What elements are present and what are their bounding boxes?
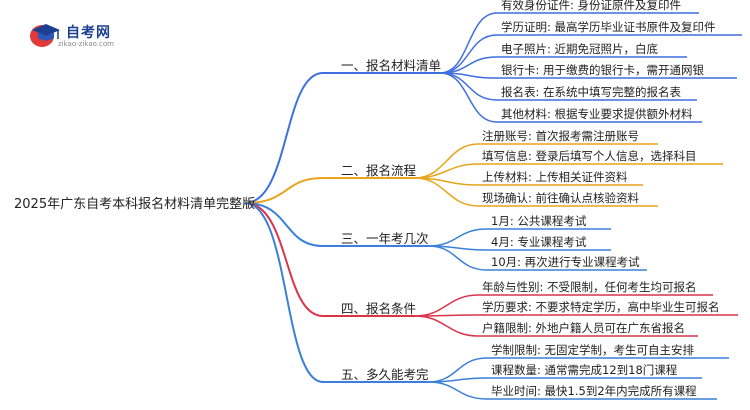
leaf-label: 10月: 再次进行专业课程考试 [491,255,640,269]
leaf-connector [427,377,488,383]
branch-label: 一、报名材料清单 [341,58,442,73]
leaf-label: 其他材料: 根据专业要求提供额外材料 [501,107,693,121]
leaf-label: 4月: 专业课程考试 [491,235,587,249]
leaf-label: 毕业时间: 最快1.5到2年内完成所有课程 [491,384,697,398]
leaf-label: 填写信息: 登录后填写个人信息，选择科目 [482,149,697,163]
branch-label: 三、一年考几次 [341,231,429,246]
leaf-label: 1月: 公共课程考试 [491,214,587,228]
logo-title: 自考网 [66,25,111,41]
branch-label: 五、多久能考完 [341,367,429,382]
leaf-connector [414,294,479,317]
branch-connector [244,202,324,247]
leaf-connector [427,245,488,271]
leaf-label: 学制限制: 无固定学制，考生可自主安排 [491,343,695,357]
leaf-connector [414,315,479,337]
leaf-label: 有效身份证件: 身份证原件及复印件 [501,0,682,12]
leaf-label: 现场确认: 前往确认点核验资料 [482,191,640,205]
branch-connector [244,72,324,204]
leaf-label: 报名表: 在系统中填写完整的报名表 [501,85,682,99]
leaf-connector [427,228,488,247]
leaf-label: 注册账号: 首次报考需注册账号 [482,129,640,143]
leaf-label: 上传材料: 上传相关证件资料 [482,170,628,184]
leaf-label: 电子照片: 近期免冠照片，白底 [501,42,659,56]
branch-label: 四、报名条件 [341,301,417,316]
site-logo[interactable] [28,18,138,50]
logo-url: zikao-zikao.com [58,40,114,48]
leaf-label: 课程数量: 通常需完成12到18门课程 [491,363,678,377]
leaf-label: 银行卡: 用于缴费的银行卡，需开通网银 [501,63,705,77]
leaf-label: 户籍限制: 外地户籍人员可在广东省报名 [482,321,686,335]
leaf-label: 学历要求: 不要求特定学历，高中毕业生可报名 [482,300,720,314]
leaf-label: 年龄与性别: 不受限制，任何考生均可报名 [482,280,697,294]
leaf-connector [439,34,498,74]
leaf-connector [427,381,488,400]
leaf-connector [439,72,498,123]
branch-connector [244,202,324,317]
branch-connector [244,202,324,383]
root-topic: 2025年广东自考本科报名材料清单完整版 [14,197,256,212]
leaf-connector [414,177,479,207]
leaf-connector [439,12,498,74]
leaf-label: 学历证明: 最高学历毕业证书原件及复印件 [501,20,716,34]
branch-connector [244,177,324,204]
leaf-connector [414,143,479,179]
leaf-connector [414,163,479,179]
branch-label: 二、报名流程 [341,163,417,178]
graduation-cap-icon [30,24,60,47]
